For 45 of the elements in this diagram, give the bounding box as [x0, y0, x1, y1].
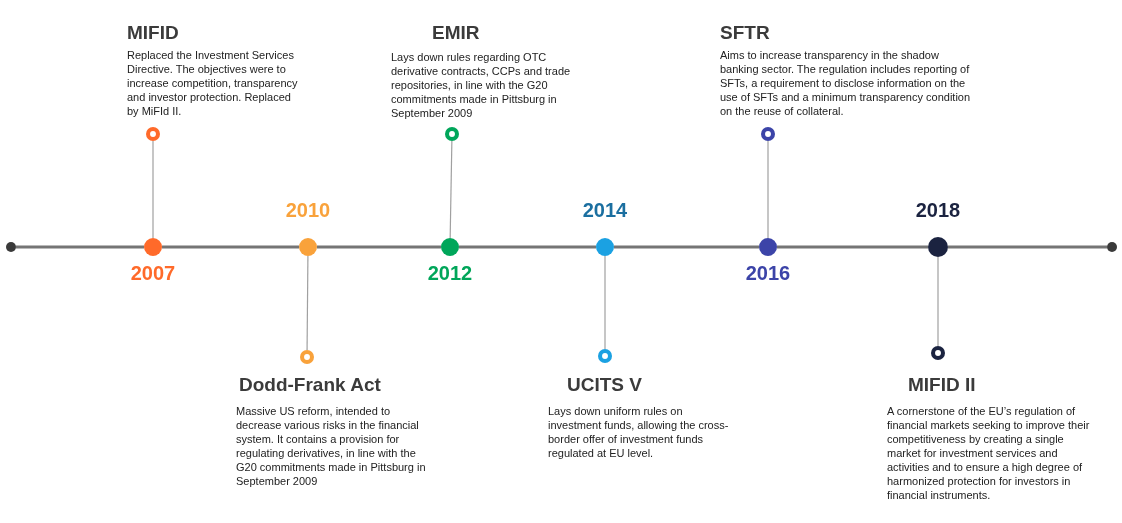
timeline-end-dot	[6, 242, 16, 252]
timeline-dot	[299, 238, 317, 256]
year-label: 2012	[426, 262, 474, 285]
year-label: 2016	[744, 262, 792, 285]
event-title: Dodd-Frank Act	[239, 374, 381, 396]
event-title: UCITS V	[567, 374, 642, 396]
marker-ring	[761, 127, 775, 141]
event-title: MIFID	[127, 22, 179, 44]
timeline-dot	[759, 238, 777, 256]
event-description: Aims to increase transparency in the shadow banking sector. The regulation includes reporting of SFTs, a requirement to disclose information on the use of SFTs and a minimum transparency condition on the reuse of collateral.	[720, 48, 972, 118]
timeline-line	[317, 245, 441, 249]
timeline-end-dot	[1107, 242, 1117, 252]
year-label: 2010	[284, 199, 332, 222]
timeline-line	[16, 245, 144, 249]
event-description: Replaced the Investment Services Directive. The objectives were to increase competition, transparency and investor protection. Replaced by MiFId II.	[127, 48, 299, 118]
connector-line	[767, 140, 769, 239]
marker-ring	[445, 127, 459, 141]
timeline-dot	[144, 238, 162, 256]
connector-line	[449, 140, 453, 239]
event-title: SFTR	[720, 22, 770, 44]
event-description: A cornerstone of the EU’s regulation of financial markets seeking to improve their competitiveness by creating a single market for investment services and activities and to ensure a high degree of harmonized protection for investors in financial instruments.	[887, 404, 1090, 502]
marker-ring	[598, 349, 612, 363]
event-title: EMIR	[432, 22, 480, 44]
event-title: MIFID II	[908, 374, 976, 396]
event-description: Massive US reform, intended to decrease various risks in the financial system. It contains a provision for regulating derivatives, in line with the G20 commitments made in Pittsburg in September 2009	[236, 404, 427, 488]
timeline-line	[614, 245, 759, 249]
marker-ring	[146, 127, 160, 141]
year-label: 2018	[914, 199, 962, 222]
event-description: Lays down rules regarding OTC derivative contracts, CCPs and trade repositories, in line with the G20 commitments made in Pittsburg in September 2009	[391, 50, 572, 120]
event-description: Lays down uniform rules on investment funds, allowing the cross-border offer of investment funds regulated at EU level.	[548, 404, 730, 460]
marker-ring	[300, 350, 314, 364]
timeline-line	[948, 245, 1107, 249]
timeline-line	[459, 245, 596, 249]
connector-line	[937, 256, 939, 347]
connector-line	[306, 255, 309, 351]
connector-line	[604, 255, 606, 350]
year-label: 2007	[129, 262, 177, 285]
timeline-dot	[928, 237, 948, 257]
connector-line	[152, 140, 154, 239]
timeline-dot	[596, 238, 614, 256]
timeline-line	[777, 245, 928, 249]
year-label: 2014	[581, 199, 629, 222]
timeline-dot	[441, 238, 459, 256]
marker-ring	[931, 346, 945, 360]
timeline-line	[162, 245, 299, 249]
